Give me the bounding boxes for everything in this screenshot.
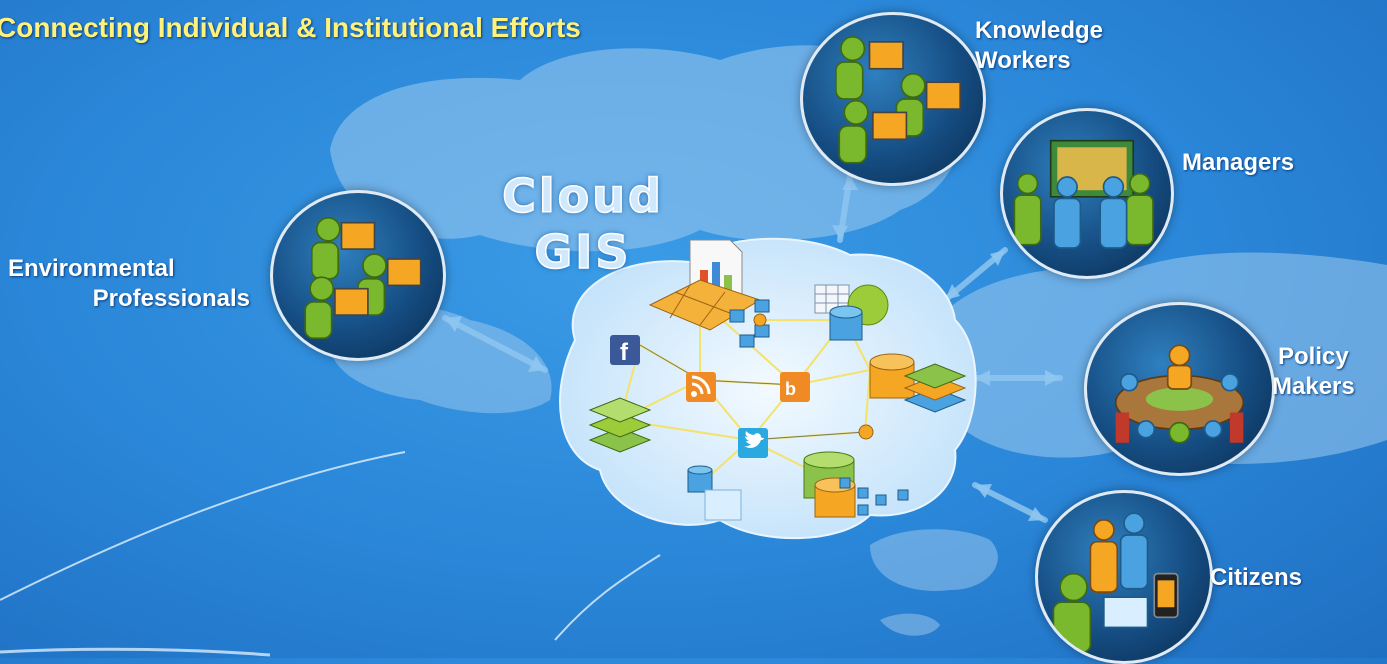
environmental-professionals-line1: Environmental [8,255,175,282]
managers-label: Managers [1182,148,1294,178]
layers-icon [903,363,967,413]
tile-icon [704,489,742,521]
knowledge-workers-icon [800,12,986,186]
svg-text:b: b [785,379,796,399]
twitter-icon [738,428,768,458]
knowledge-workers-label: Knowledge Workers [975,16,1103,76]
managers-icon [1000,108,1174,279]
policy-makers-line1: Policy [1278,343,1349,370]
page-title: Connecting Individual & Institutional Ef… [0,12,581,43]
citizens-line1: Citizens [1210,564,1303,591]
citizens-label: Citizens [1210,563,1302,593]
rss-icon [686,372,716,402]
policy-makers-icon [1084,302,1275,476]
cloud-gis-line2: GIS [534,224,632,280]
cloud-gis-label: Cloud GIS [488,168,678,280]
svg-text:f: f [620,339,629,366]
blog-icon: b [780,372,810,402]
policy-makers-label: Policy Makers [1272,342,1355,402]
policy-makers-line2: Makers [1272,373,1355,400]
network-icon [839,477,909,516]
facebook-icon: f [610,335,640,366]
knowledge-workers-line2: Workers [975,47,1071,74]
citizens-icon [1035,490,1213,664]
knowledge-workers-line1: Knowledge [975,17,1104,44]
database-icon [829,305,863,341]
database-icon [687,465,713,493]
layers-icon [588,397,652,453]
managers-line1: Managers [1182,149,1295,176]
environmental-professionals-line2: Professionals [92,285,250,312]
environmental-professionals-icon [270,190,446,361]
cloud-gis-line1: Cloud [501,168,664,224]
environmental-professionals-label: Environmental Professionals [8,254,250,314]
network-icon [729,299,770,348]
